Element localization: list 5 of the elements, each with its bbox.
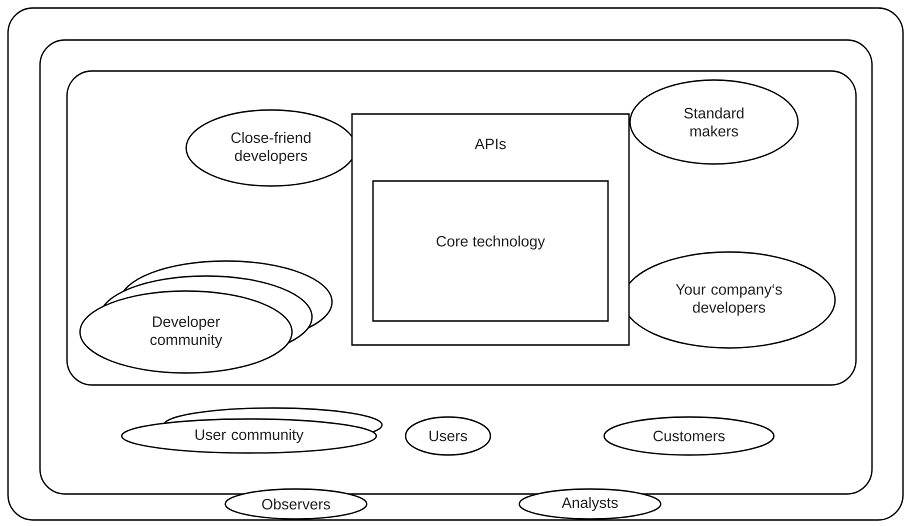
- node-label: Observers: [262, 498, 330, 510]
- stacked-ellipses: Developer community: [79, 260, 333, 374]
- node-label: Analysts: [562, 497, 618, 511]
- core-box: Core technology: [372, 180, 609, 322]
- stacked-ellipses: User community: [121, 407, 383, 454]
